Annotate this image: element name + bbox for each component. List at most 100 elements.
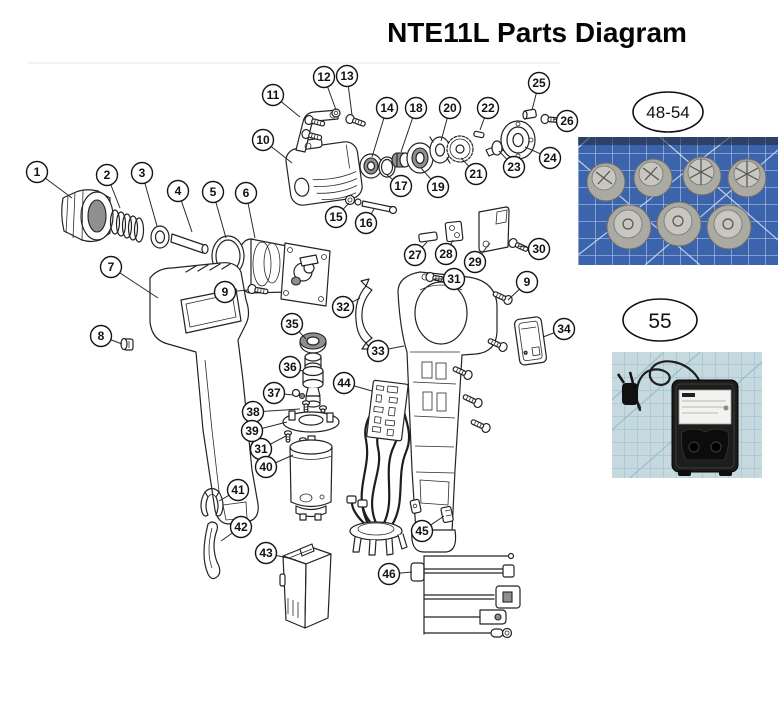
callout-46-47: 46 (377, 562, 413, 586)
svg-text:33: 33 (371, 344, 385, 358)
callout-18-18: 18 (400, 96, 428, 153)
svg-text:8: 8 (98, 329, 105, 343)
part-19-bearing (406, 142, 434, 174)
svg-text:31: 31 (447, 272, 461, 286)
callout-14-14: 14 (371, 96, 399, 158)
part-40-motor (289, 435, 333, 521)
svg-text:43: 43 (259, 546, 273, 560)
callout-5-4: 5 (201, 180, 227, 239)
svg-text:17: 17 (394, 179, 408, 193)
part-29-cover (478, 206, 510, 253)
die (727, 158, 767, 198)
svg-text:12: 12 (317, 70, 331, 84)
svg-text:14: 14 (380, 101, 394, 115)
callout-6-5: 6 (234, 181, 258, 239)
dies-range-oval (632, 91, 704, 133)
svg-text:36: 36 (283, 360, 297, 374)
svg-text:44: 44 (337, 376, 351, 390)
svg-text:41: 41 (231, 483, 245, 497)
svg-text:25: 25 (532, 76, 546, 90)
part-17-o-ring (378, 156, 396, 178)
callout-23-23: 23 (498, 150, 526, 179)
part-37-nut (291, 388, 306, 400)
page-title: NTE11L Parts Diagram (387, 17, 687, 48)
svg-text:35: 35 (285, 317, 299, 331)
svg-text:30: 30 (532, 242, 546, 256)
part-44-pcb (366, 379, 409, 442)
svg-text:26: 26 (560, 114, 574, 128)
callout-10-10: 10 (251, 128, 293, 164)
part-28-contact-plate (444, 220, 464, 243)
svg-text:37: 37 (267, 386, 281, 400)
svg-text:46: 46 (382, 567, 396, 581)
svg-text:2: 2 (104, 168, 111, 182)
svg-text:6: 6 (243, 186, 250, 200)
part-45-switch-bits (409, 498, 454, 524)
callout-36-37: 36 (278, 355, 304, 379)
callout-33-34: 33 (366, 339, 405, 363)
part-1-nose-cap (61, 189, 114, 243)
svg-text:31: 31 (254, 442, 268, 456)
svg-text:11: 11 (267, 88, 280, 102)
svg-text:7: 7 (108, 260, 115, 274)
die (682, 156, 722, 196)
callout-26-26: 26 (552, 109, 579, 133)
svg-text:13: 13 (340, 69, 354, 83)
callout-13-13: 13 (335, 64, 359, 116)
die (656, 201, 702, 247)
part-3-washer (150, 225, 170, 249)
part-12-nut (331, 108, 341, 118)
callout-38-39: 38 (241, 400, 301, 424)
part-15-washer (344, 194, 362, 206)
plug (622, 383, 638, 405)
part-6-crimp-head (235, 238, 331, 307)
part-2-spring (109, 209, 145, 243)
die (606, 204, 652, 250)
svg-text:24: 24 (543, 151, 557, 165)
charger-label: 55 (648, 310, 671, 333)
callout-30-30: 30 (517, 237, 551, 261)
callout-45-46: 45 (410, 515, 445, 543)
callout-22-22: 22 (476, 96, 500, 131)
callout-31-31: 31 (434, 267, 466, 291)
part-32-strap (355, 278, 373, 350)
svg-text:16: 16 (359, 216, 373, 230)
part-13-screw (344, 112, 368, 130)
part-22-pin (473, 130, 485, 139)
part-46-wire-harness (410, 552, 521, 639)
callout-11-11: 11 (261, 83, 301, 118)
callout-28-28: 28 (434, 239, 458, 266)
inset-charger: 55 (611, 298, 763, 479)
callout-3-2: 3 (130, 161, 158, 227)
callout-2-1: 2 (95, 163, 121, 209)
svg-text:29: 29 (468, 255, 482, 269)
callout-8-7: 8 (89, 324, 123, 348)
part-30-screw (506, 236, 531, 255)
callout-42-43: 42 (220, 515, 253, 542)
part-11-bracket (295, 109, 339, 153)
part-34-badge (513, 316, 548, 366)
svg-text:45: 45 (415, 524, 429, 538)
callout-25-25: 25 (527, 71, 551, 111)
part-41-clip (200, 487, 224, 517)
svg-text:38: 38 (246, 405, 260, 419)
callout-34-35: 34 (542, 317, 576, 341)
callout-15-15: 15 (324, 202, 350, 229)
callout-41-42: 41 (218, 478, 250, 502)
callout-20-20: 20 (438, 96, 462, 142)
callout-44-45: 44 (332, 371, 373, 395)
svg-text:19: 19 (431, 180, 445, 194)
svg-text:40: 40 (259, 460, 273, 474)
part-39-mount-plate (282, 410, 340, 433)
callout-16-16: 16 (354, 208, 378, 235)
svg-text:15: 15 (329, 210, 343, 224)
charger-photo (611, 351, 763, 479)
part-43-battery (279, 543, 332, 629)
callout-21-21: 21 (460, 157, 488, 186)
die (586, 162, 626, 202)
svg-text:9: 9 (524, 275, 531, 289)
callout-24-24: 24 (524, 146, 562, 170)
svg-text:32: 32 (336, 300, 350, 314)
